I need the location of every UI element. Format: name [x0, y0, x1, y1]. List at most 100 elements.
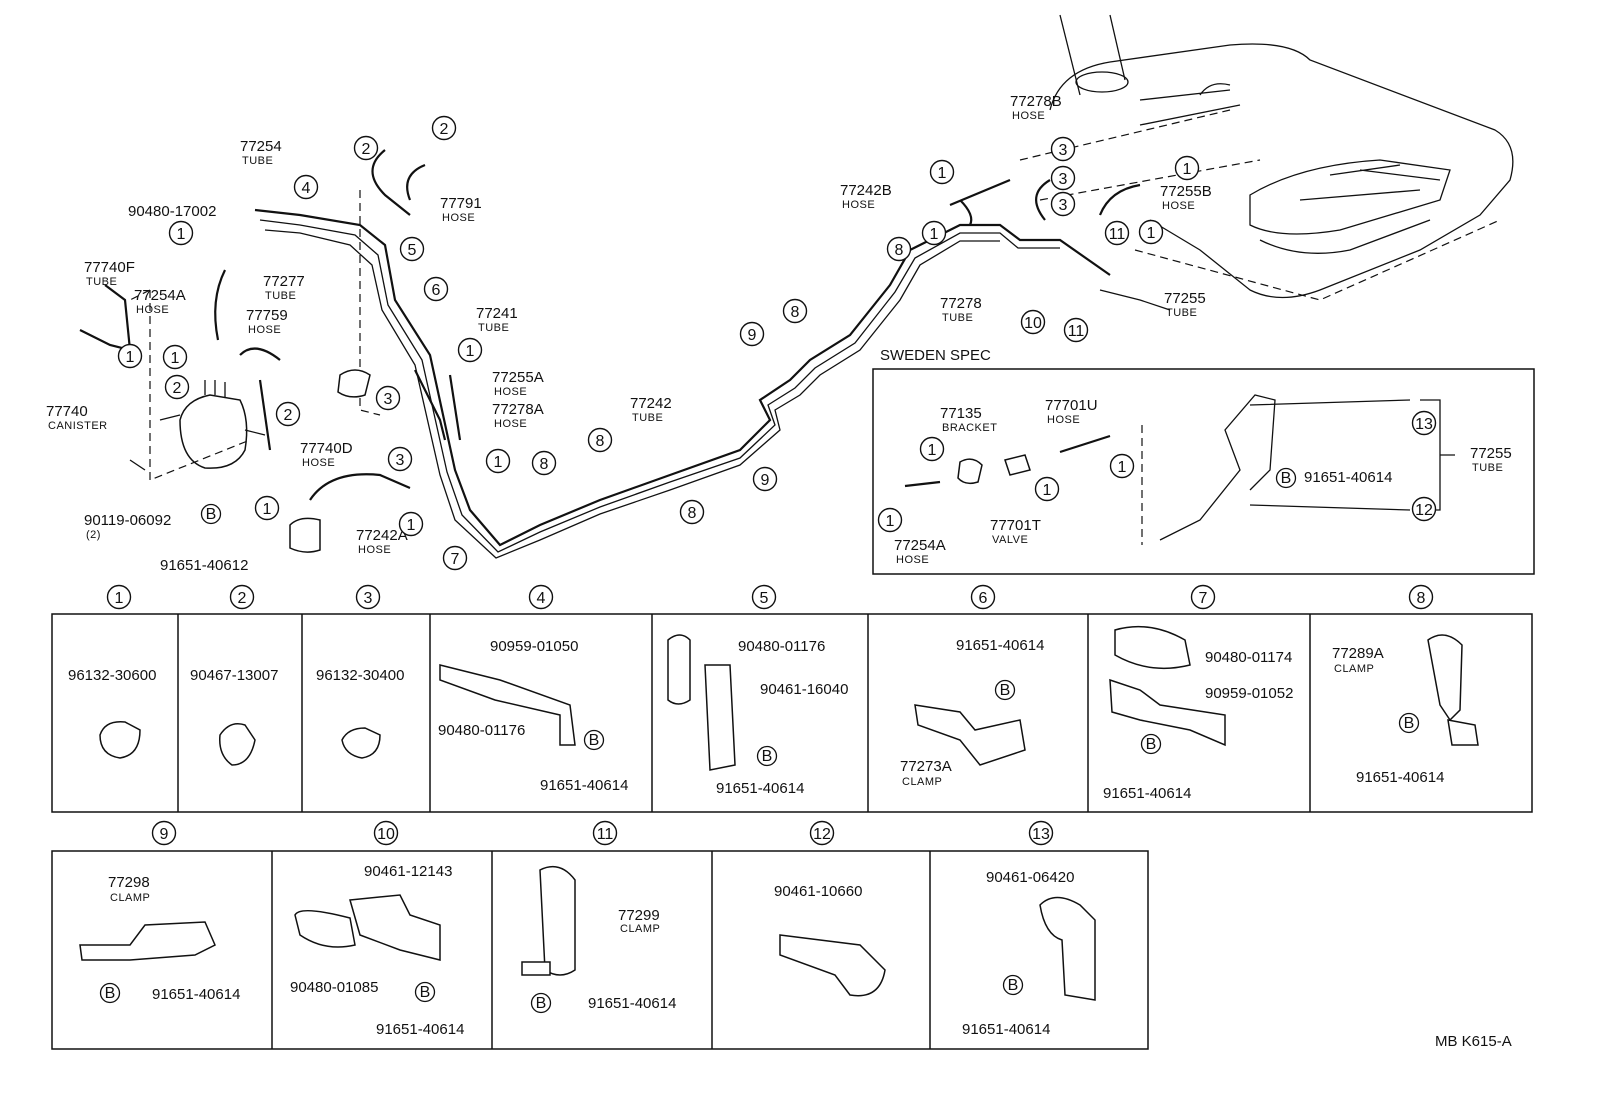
cell-part-label: 91651-40614	[540, 777, 628, 794]
callout-circle	[162, 344, 188, 370]
cell-part-label: CLAMP	[1334, 663, 1374, 675]
callout-circle	[919, 436, 945, 462]
callout-number: 9	[761, 472, 770, 489]
bolt-b-marker	[1275, 467, 1297, 489]
canister-assembly	[129, 289, 266, 481]
callout-number: 4	[302, 180, 311, 197]
bolt-b-marker	[414, 981, 436, 1003]
callout-circle	[1174, 155, 1200, 181]
callout-number: 8	[688, 505, 697, 522]
callout-circle	[739, 321, 765, 347]
cell-part-label: 91651-40614	[1103, 785, 1191, 802]
cell-part-label: 91651-40614	[152, 986, 240, 1003]
callout-number: 1	[177, 226, 186, 243]
bolt-b-letter: B	[1404, 715, 1415, 732]
callout-number: 12	[1415, 502, 1433, 519]
cell-part-label: 90480-01176	[738, 638, 825, 655]
cell-part-label: 91651-40614	[956, 637, 1044, 654]
callout-number: 8	[895, 242, 904, 259]
part-number-label: 77278	[940, 295, 982, 312]
callout-number: 9	[748, 327, 757, 344]
callout-number: 3	[1059, 171, 1068, 188]
callout-circle	[752, 466, 778, 492]
cell-part-label: 91651-40614	[588, 995, 676, 1012]
cell-part-label: 90467-13007	[190, 667, 278, 684]
callout-circle	[375, 385, 401, 411]
callout-circle	[531, 450, 557, 476]
callout-number: 6	[432, 282, 441, 299]
part-desc-label: HOSE	[842, 199, 875, 211]
bolt-b-marker	[583, 729, 605, 751]
callout-number: 2	[440, 121, 449, 138]
part-desc-label: CANISTER	[48, 420, 108, 432]
bolt-b-marker	[994, 679, 1016, 701]
cell-number: 5	[760, 590, 769, 607]
part-desc-label: HOSE	[358, 544, 391, 556]
cell-part-label: 90461-06420	[986, 869, 1074, 886]
cell-part-label: 91651-40614	[376, 1021, 464, 1038]
callout-number: 3	[384, 391, 393, 408]
part-desc-label: HOSE	[494, 418, 527, 430]
part-number-label: 77241	[476, 305, 518, 322]
callout-number: 1	[126, 349, 135, 366]
bolt-b-marker	[756, 745, 778, 767]
parts-table-row2	[51, 850, 1149, 1050]
callout-number: 2	[173, 380, 182, 397]
part-desc-label: TUBE	[265, 290, 296, 302]
tube-bundle	[254, 208, 1111, 559]
part-number-label: 77242B	[840, 182, 892, 199]
callout-number: 1	[494, 454, 503, 471]
bolt-b-marker	[530, 992, 552, 1014]
part-desc-label: HOSE	[136, 304, 169, 316]
part-number-label: 77277	[263, 273, 305, 290]
part-number-label: 77255A	[492, 369, 544, 386]
callout-circle	[1411, 410, 1437, 436]
callout-circle	[921, 220, 947, 246]
callout-circle	[293, 174, 319, 200]
sweden-part-desc: HOSE	[1047, 414, 1080, 426]
callout-number: 1	[1183, 161, 1192, 178]
bolt-b-letter: B	[1146, 736, 1157, 753]
text-layer: 90480-1700277254TUBE77740FTUBE77254AHOSE…	[46, 93, 1512, 1050]
bolt-b-letter: B	[206, 506, 217, 523]
callout-circles	[106, 584, 1434, 846]
part-desc-label: HOSE	[1162, 200, 1195, 212]
cell-part-label: 91651-40614	[1356, 769, 1444, 786]
part-number-label: 77254A	[134, 287, 186, 304]
cell-part-label: 77289A	[1332, 645, 1384, 662]
callout-circle	[431, 115, 457, 141]
bolt-b-letter: B	[589, 732, 600, 749]
bolt-b-letter: B	[420, 984, 431, 1001]
part-number-label: 77242A	[356, 527, 408, 544]
callout-number: 1	[466, 343, 475, 360]
callout-circle	[1104, 220, 1130, 246]
sweden-part-label: 91651-40614	[1304, 469, 1392, 486]
callout-number: 2	[362, 141, 371, 158]
cell-number: 1	[115, 590, 124, 607]
part-number-label: 77740	[46, 403, 88, 420]
sweden-part-label: 77255	[1470, 445, 1512, 462]
part-desc-label: TUBE	[86, 276, 117, 288]
bolt-b-letter: B	[1281, 470, 1292, 487]
callout-circle	[1050, 136, 1076, 162]
part-desc-label: TUBE	[632, 412, 663, 424]
cell-number: 10	[377, 826, 395, 843]
callout-number: 7	[451, 551, 460, 568]
callout-circle	[1138, 219, 1164, 245]
callout-number: 3	[396, 452, 405, 469]
cell-number: 7	[1199, 590, 1208, 607]
cell-part-label: CLAMP	[902, 776, 942, 788]
bolt-b-marker	[99, 982, 121, 1004]
bolt-b-marker	[200, 503, 222, 525]
part-number-label: 77759	[246, 307, 288, 324]
callout-circle	[399, 236, 425, 262]
part-number-label: 77242	[630, 395, 672, 412]
callout-number: 3	[1059, 142, 1068, 159]
cell-number: 8	[1417, 590, 1426, 607]
part-desc-label: HOSE	[248, 324, 281, 336]
part-desc-label: HOSE	[302, 457, 335, 469]
callout-circle	[457, 337, 483, 363]
sweden-part-desc: HOSE	[896, 554, 929, 566]
callout-circle	[387, 446, 413, 472]
